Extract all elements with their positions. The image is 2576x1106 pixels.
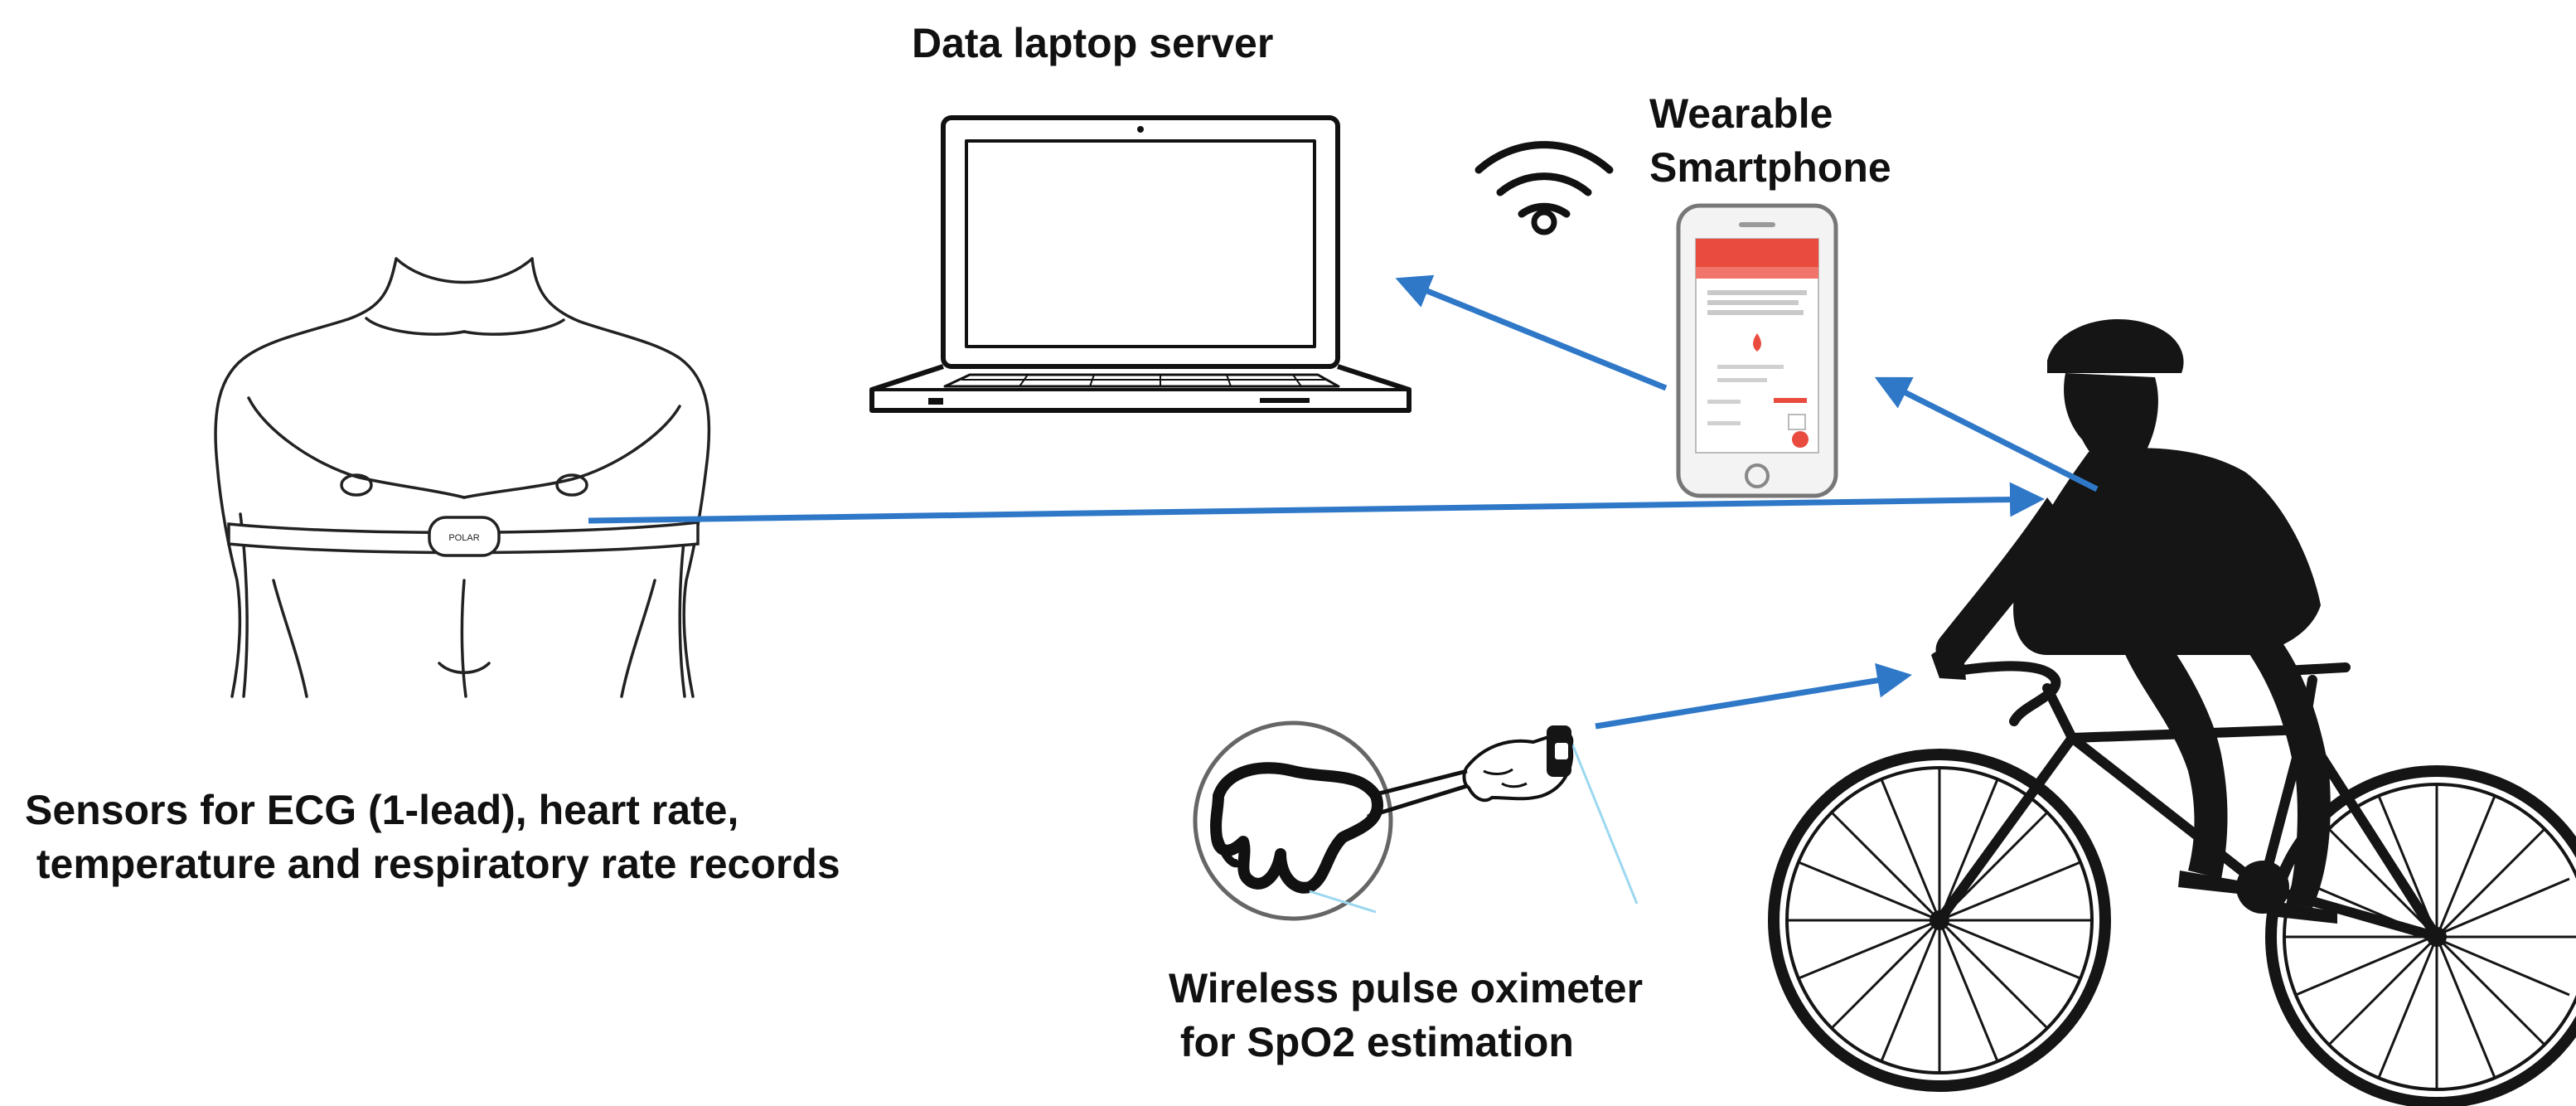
label-pulse-oximeter: Wireless pulse oximeter for SpO2 estimat… (1169, 962, 1643, 1070)
data-flow-arrows (588, 274, 2099, 730)
wristband-icon (1547, 725, 1571, 777)
label-oximeter-line2: for SpO2 estimation (1169, 1019, 1574, 1065)
smartphone-icon (1676, 203, 1838, 498)
label-sensors-line2: temperature and respiratory rate records (25, 841, 840, 887)
label-wearable-smartphone: Wearable Smartphone (1649, 87, 1891, 195)
torso-icon (214, 257, 711, 698)
label-laptop-server: Data laptop server (912, 20, 1274, 66)
laptop-icon (869, 115, 1411, 413)
chest-strap-icon: POLAR (227, 516, 700, 557)
arrow-oximeter-to-cyclist (1595, 662, 1912, 730)
label-chest-sensors: Sensors for ECG (1-lead), heart rate, te… (25, 783, 840, 891)
arrow-cyclist-to-phone (1874, 376, 2099, 492)
label-oximeter-line1: Wireless pulse oximeter (1169, 965, 1644, 1011)
label-sensors-line1: Sensors for ECG (1-lead), heart rate, (25, 787, 739, 833)
label-phone-line1: Wearable (1649, 90, 1833, 137)
hand-icon (1193, 720, 1639, 921)
svg-text:POLAR: POLAR (448, 533, 479, 543)
label-phone-line2: Smartphone (1649, 144, 1891, 191)
arrow-phone-to-laptop (1395, 274, 1668, 391)
cyclist-icon (1768, 319, 2576, 1106)
wifi-icon (1474, 141, 1614, 235)
arrow-chest-to-cyclist (588, 482, 2045, 524)
